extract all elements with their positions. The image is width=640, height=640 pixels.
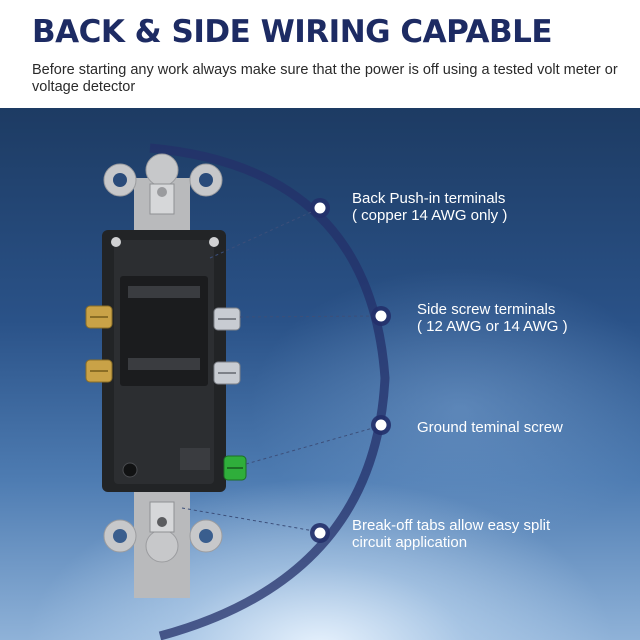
- callout-line: Side screw terminals: [417, 301, 556, 318]
- callout-ground-screw: Ground teminal screw: [417, 419, 563, 436]
- brass-screw-icon: [85, 305, 113, 383]
- outlet-body: [102, 230, 226, 492]
- page-title: BACK & SIDE WIRING CAPABLE: [32, 14, 553, 50]
- callout-break-off-tabs: Break-off tabs allow easy split circuit …: [352, 517, 550, 551]
- header: BACK & SIDE WIRING CAPABLE Before starti…: [0, 0, 640, 108]
- callout-line: Back Push-in terminals: [352, 190, 506, 207]
- leader-lines: [181, 207, 381, 533]
- callout-line: Break-off tabs allow easy split: [352, 517, 551, 534]
- product-illustration: [85, 143, 391, 640]
- callout-back-push-in: Back Push-in terminals ( copper 14 AWG o…: [352, 190, 507, 224]
- product-panel: Back Push-in terminals ( copper 14 AWG o…: [0, 108, 640, 640]
- callout-line: ( copper 14 AWG only ): [352, 207, 508, 224]
- marker-dot-icon: [310, 198, 391, 543]
- callout-line: circuit application: [352, 534, 468, 551]
- callout-line: ( 12 AWG or 14 AWG ): [417, 318, 568, 335]
- decorative-arc: [149, 143, 390, 640]
- callout-line: Ground teminal screw: [417, 419, 563, 436]
- ground-screw-icon: [223, 455, 247, 481]
- callout-side-screw: Side screw terminals ( 12 AWG or 14 AWG …: [417, 301, 568, 335]
- safety-note: Before starting any work always make sur…: [32, 62, 618, 95]
- silver-screw-icon: [213, 307, 241, 385]
